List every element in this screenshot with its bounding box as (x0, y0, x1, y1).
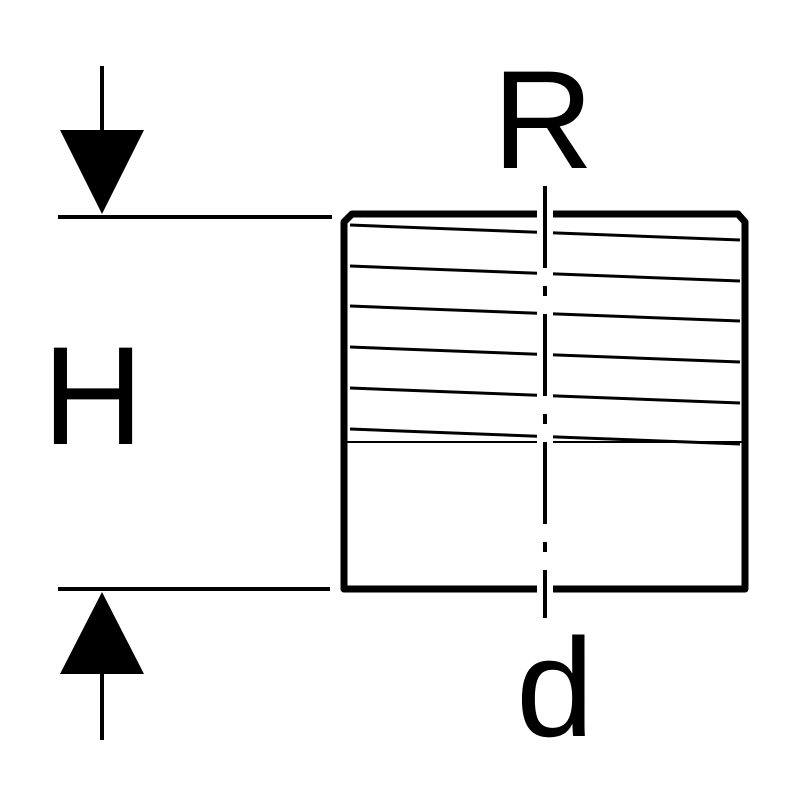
height-label: H (42, 317, 143, 474)
thread-label: R (492, 41, 593, 198)
bottom-dimension-arrow (60, 592, 144, 740)
fitting-body-outline (340, 210, 749, 593)
top-dimension-arrow (60, 66, 144, 214)
diameter-label: d (516, 609, 594, 766)
